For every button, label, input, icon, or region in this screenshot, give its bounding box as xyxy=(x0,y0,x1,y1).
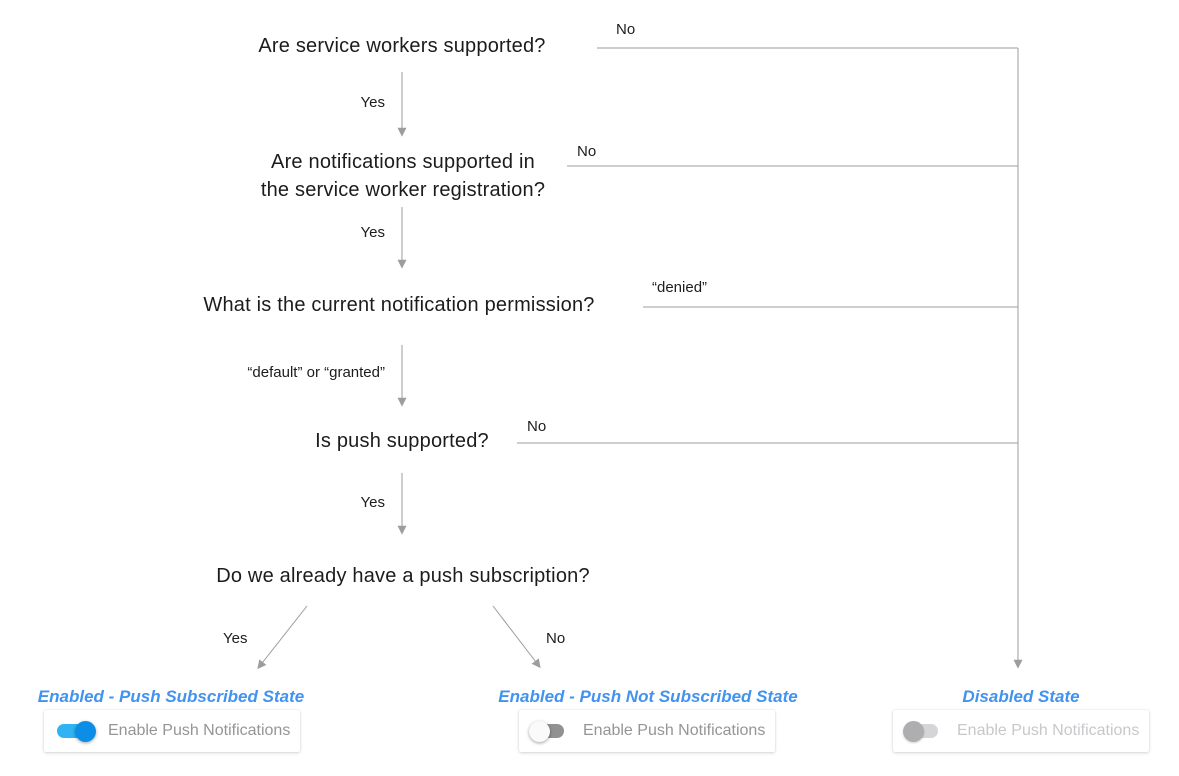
enable-push-label: Enable Push Notifications xyxy=(583,722,766,739)
question-notifications-supported: Are notifications supported in the servi… xyxy=(261,148,545,204)
label-q5-yes: Yes xyxy=(223,630,248,647)
enable-push-label: Enable Push Notifications xyxy=(957,722,1140,739)
question-push-supported: Is push supported? xyxy=(315,430,489,452)
question-notifications-line2: the service worker registration? xyxy=(260,179,546,201)
push-toggle-on[interactable] xyxy=(54,720,96,742)
label-q4-yes: Yes xyxy=(360,494,385,511)
push-card-subscribed: Enable Push Notifications xyxy=(44,710,300,752)
state-label-push-subscribed: Enabled - Push Subscribed State xyxy=(37,687,305,706)
toggle-knob xyxy=(529,721,550,742)
toggle-knob xyxy=(75,721,96,742)
state-label-push-not-subscribed: Enabled - Push Not Subscribed State xyxy=(498,687,798,706)
question-service-workers: Are service workers supported? xyxy=(258,35,546,57)
label-q1-yes: Yes xyxy=(360,94,385,111)
label-q2-yes: Yes xyxy=(360,224,385,241)
push-toggle-disabled xyxy=(903,720,945,742)
push-card-not-subscribed: Enable Push Notifications xyxy=(519,710,775,752)
label-q3-denied: “denied” xyxy=(652,279,708,296)
push-card-disabled: Enable Push Notifications xyxy=(893,710,1149,752)
push-toggle-off[interactable] xyxy=(529,720,571,742)
label-q1-no: No xyxy=(616,21,636,38)
label-q2-no: No xyxy=(577,143,597,160)
state-label-disabled: Disabled State xyxy=(962,687,1080,706)
toggle-knob xyxy=(903,721,924,742)
edge-q5-no-arrow xyxy=(492,605,541,669)
edge-q5-yes-arrow xyxy=(257,605,308,670)
enable-push-label: Enable Push Notifications xyxy=(108,722,291,739)
question-existing-subscription: Do we already have a push subscription? xyxy=(216,565,590,587)
label-q4-no: No xyxy=(527,418,547,435)
label-q5-no: No xyxy=(546,630,566,647)
question-notifications-line1: Are notifications supported in xyxy=(271,151,535,173)
label-q3-default-or-granted: “default” or “granted” xyxy=(247,364,385,381)
question-notification-permission: What is the current notification permiss… xyxy=(203,294,595,316)
